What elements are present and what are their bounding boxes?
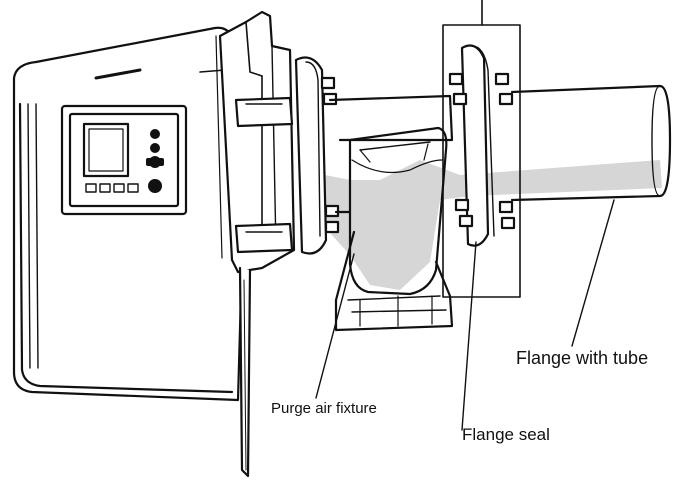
flange-bolt xyxy=(454,198,470,212)
purge-air-shading xyxy=(300,160,662,290)
panel-button xyxy=(113,183,125,193)
label-flange-seal: Flange seal xyxy=(462,425,550,444)
flange-bolt xyxy=(458,214,474,228)
leader-flange-with-tube xyxy=(571,199,615,347)
flange-bolt xyxy=(324,220,340,234)
flange-bolt xyxy=(498,200,514,214)
panel-button xyxy=(127,183,139,193)
panel-button xyxy=(85,183,97,193)
device-flange xyxy=(294,56,340,255)
connecting-pipe xyxy=(328,94,454,214)
leader-purge-air-fixture xyxy=(315,253,355,399)
control-panel xyxy=(60,104,188,216)
mounting-brackets xyxy=(234,96,294,254)
flange-bolt xyxy=(500,216,516,230)
panel-keypad xyxy=(146,129,164,193)
flange-bolt xyxy=(448,72,464,86)
leader-flange-seal xyxy=(461,241,477,431)
enclosure-side xyxy=(218,10,296,478)
flange-bolt xyxy=(498,92,514,106)
purge-air-fixture xyxy=(334,126,454,332)
tube-flange xyxy=(448,44,516,247)
flange-bolt xyxy=(494,72,510,86)
label-purge-air-fixture: Purge air fixture xyxy=(271,400,377,417)
display-screen xyxy=(82,122,130,178)
panel-button xyxy=(99,183,111,193)
measuring-tube xyxy=(510,84,672,202)
flange-bolt xyxy=(452,92,468,106)
label-flange-with-tube: Flange with tube xyxy=(516,348,649,368)
flange-bolt xyxy=(320,76,336,90)
